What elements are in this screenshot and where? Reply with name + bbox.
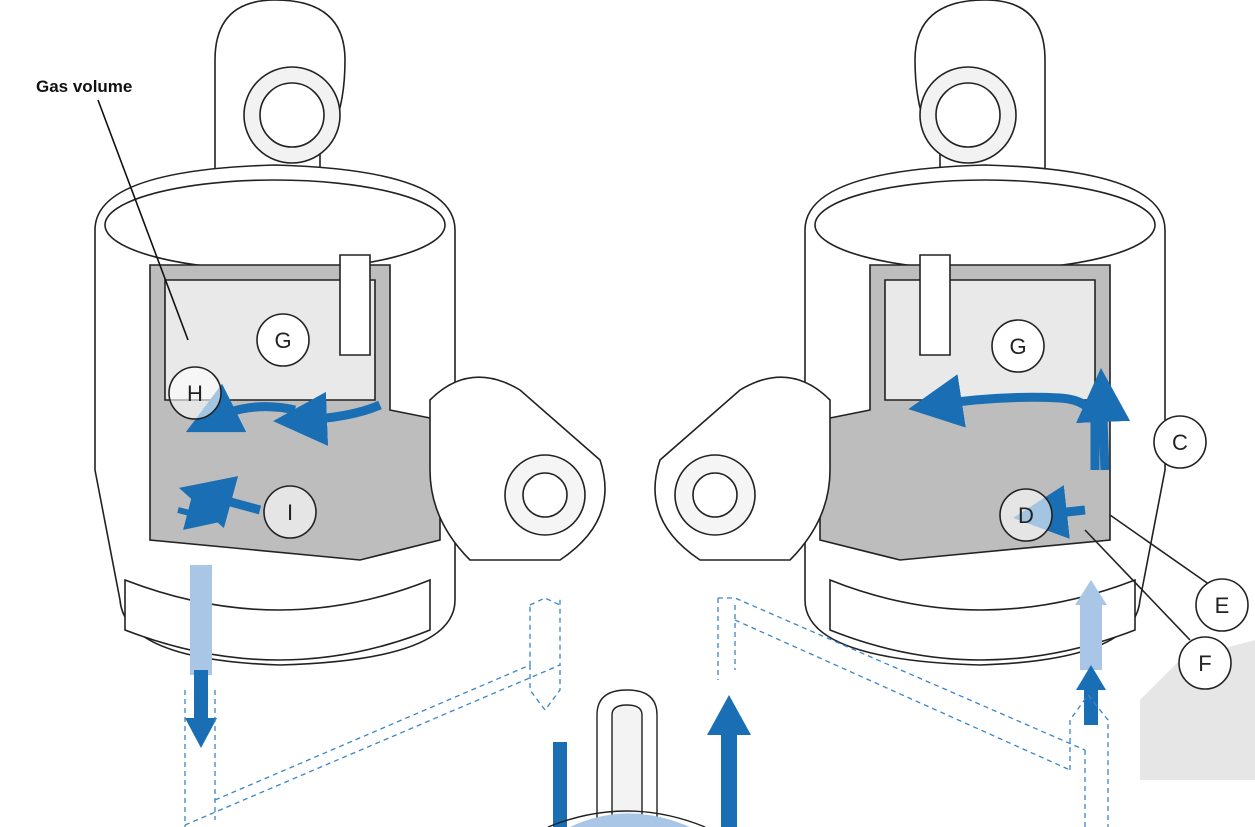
center-valve (547, 689, 706, 827)
callout-i: I (263, 485, 317, 539)
left-down-arrow (185, 670, 217, 748)
right-up-arrow-light (1080, 600, 1102, 670)
dashed-flow-circuit (184, 597, 1109, 827)
callout-d: D (999, 488, 1053, 542)
svg-text:E: E (1215, 593, 1230, 618)
callout-g-left: G (256, 313, 310, 367)
svg-text:H: H (187, 381, 203, 406)
right-up-arrow (1076, 665, 1106, 725)
f-leader (1084, 529, 1191, 641)
callout-f: F (1178, 636, 1232, 690)
svg-text:G: G (274, 328, 291, 353)
svg-text:C: C (1172, 430, 1188, 455)
left-flow-arrows (177, 383, 382, 530)
svg-text:I: I (287, 500, 293, 525)
callout-h: H (168, 366, 222, 420)
e-leader (1109, 514, 1211, 586)
left-damper (94, 0, 606, 666)
gas-volume-leader (97, 99, 189, 341)
center-down-arrow (545, 712, 575, 827)
callout-g-right: G (991, 319, 1045, 373)
gas-volume-label: Gas volume (36, 77, 132, 96)
callout-c: C (1153, 415, 1207, 469)
callout-e: E (1195, 578, 1249, 632)
svg-text:F: F (1198, 651, 1211, 676)
right-damper (654, 0, 1166, 666)
center-up-arrow (707, 695, 751, 827)
svg-text:G: G (1009, 334, 1026, 359)
left-down-arrow-light (190, 565, 212, 675)
svg-text:D: D (1018, 503, 1034, 528)
